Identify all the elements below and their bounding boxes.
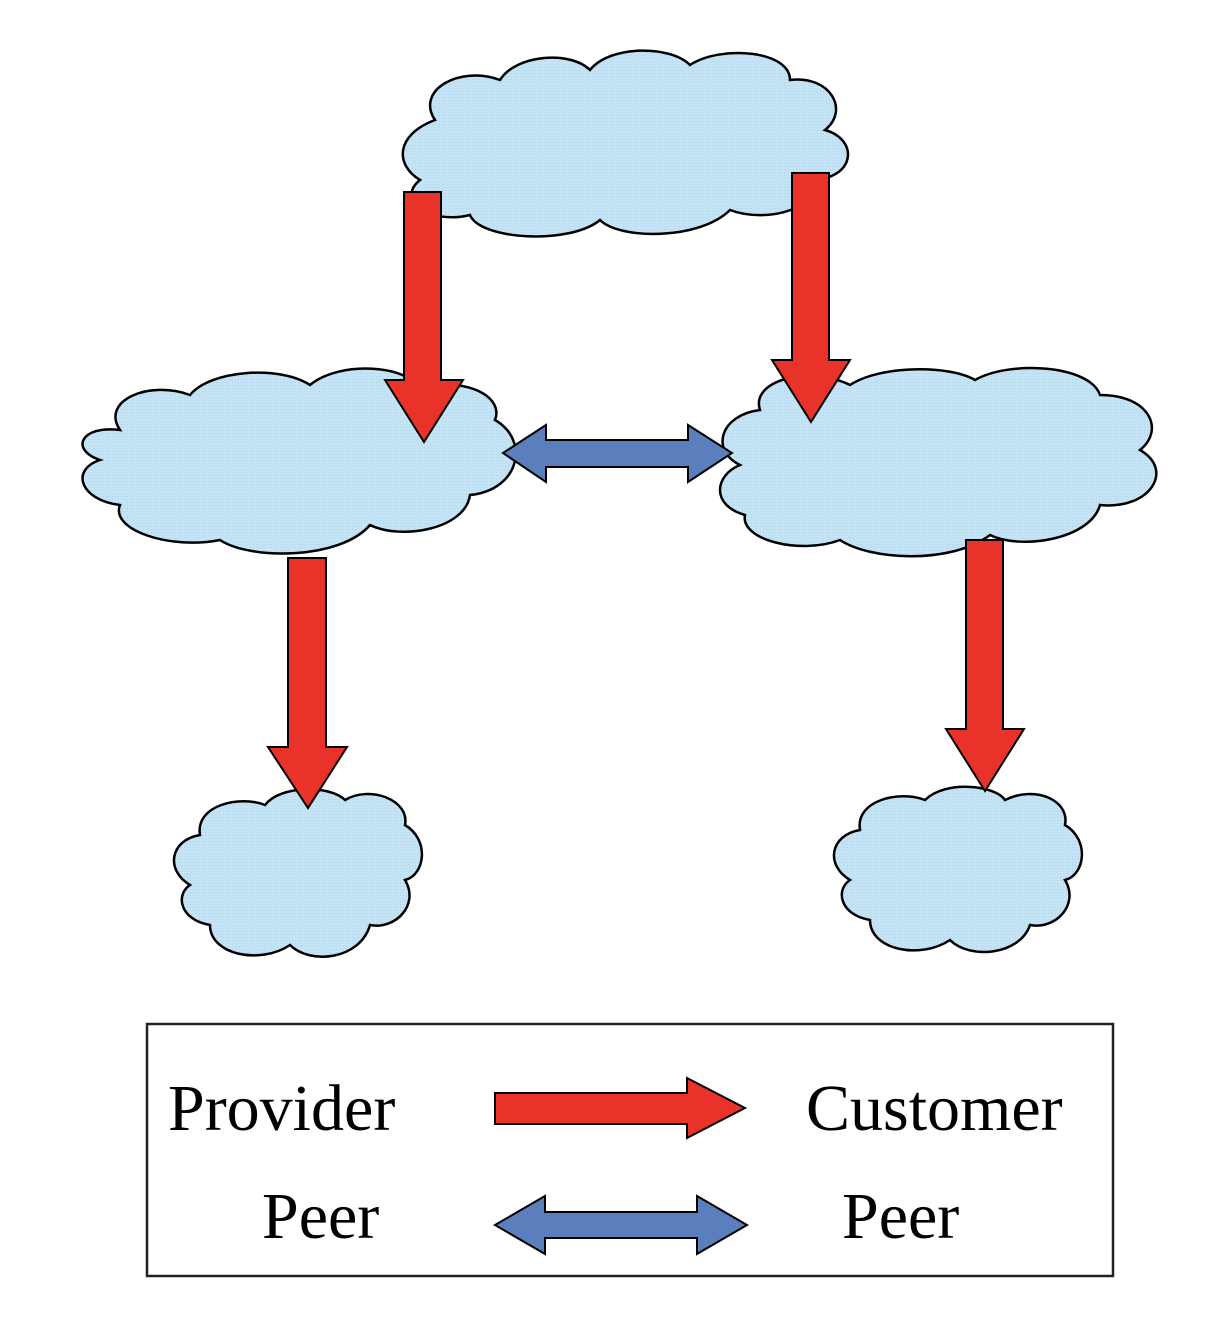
legend-peer-right-label: Peer: [842, 1180, 959, 1253]
legend-customer-label: Customer: [806, 1072, 1063, 1145]
legend-peer-left-label: Peer: [262, 1180, 379, 1253]
provider-arrow-midleft-to-bottomleft: [266, 557, 349, 810]
provider-arrow-top-to-midright: [770, 172, 852, 424]
cloud-bottom-left: [172, 788, 424, 958]
peer-arrow-midleft-midright: [501, 423, 734, 484]
legend-provider-label: Provider: [168, 1072, 395, 1145]
cloud-top: [401, 49, 850, 238]
legend-peer-arrow: [493, 1194, 749, 1256]
cloud-mid-right: [718, 366, 1158, 558]
legend: Provider Customer Peer Peer: [145, 1022, 1115, 1278]
provider-arrow-midright-to-bottomright: [944, 539, 1026, 793]
legend-provider-arrow: [494, 1076, 748, 1140]
provider-arrow-top-to-midleft: [383, 191, 465, 444]
cloud-bottom-right: [832, 785, 1084, 954]
